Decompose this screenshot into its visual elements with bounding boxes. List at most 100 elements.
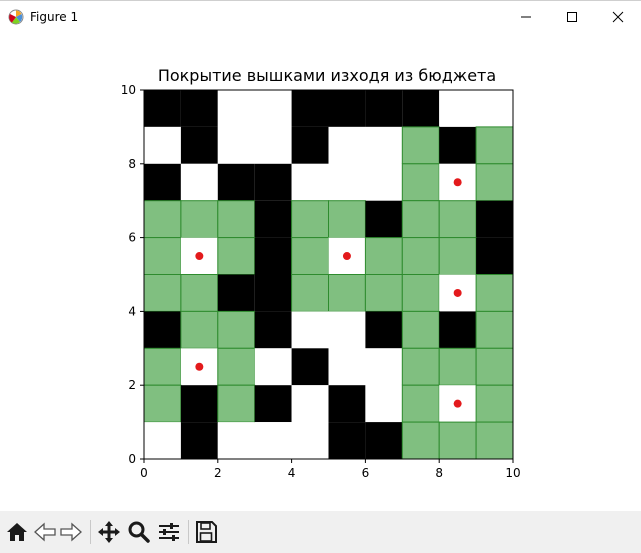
black-cell — [180, 90, 218, 127]
toolbar-separator — [188, 520, 189, 544]
maximize-button[interactable] — [549, 1, 595, 33]
coverage-cell — [143, 347, 182, 386]
coverage-cell — [475, 384, 514, 423]
coverage-cell — [401, 126, 440, 165]
x-tick-label: 10 — [505, 466, 520, 480]
white-cell — [328, 311, 366, 349]
x-tick-label: 2 — [214, 466, 222, 480]
black-cell — [402, 90, 440, 127]
tower-point — [195, 362, 204, 371]
black-cell — [365, 422, 403, 459]
white-cell — [291, 311, 329, 349]
black-cell — [254, 163, 292, 201]
black-cell — [144, 163, 181, 201]
coverage-cell — [401, 347, 440, 386]
coverage-cell — [180, 274, 219, 312]
white-cell — [217, 126, 255, 164]
white-cell — [365, 348, 403, 386]
black-cell — [217, 274, 255, 312]
tower-point — [453, 399, 462, 408]
white-cell — [365, 385, 403, 423]
black-cell — [328, 90, 366, 127]
forward-button[interactable] — [58, 519, 84, 545]
white-cell — [291, 163, 329, 201]
white-cell — [328, 348, 366, 386]
black-cell — [254, 311, 292, 349]
black-cell — [476, 200, 513, 238]
home-button[interactable] — [4, 519, 30, 545]
black-cell — [144, 90, 181, 127]
black-cell — [365, 311, 403, 349]
white-cell — [254, 348, 292, 386]
coverage-cell — [364, 274, 403, 312]
coverage-cell — [401, 274, 440, 312]
minimize-icon — [521, 16, 531, 18]
white-cell — [254, 126, 292, 164]
coverage-cell — [438, 347, 477, 386]
x-tick-label: 0 — [140, 466, 148, 480]
black-cell — [291, 348, 329, 386]
coverage-cell — [217, 384, 256, 423]
white-cell — [291, 385, 329, 423]
coverage-cell — [438, 200, 477, 239]
coverage-cell — [217, 347, 256, 386]
coverage-cell — [217, 200, 256, 239]
coverage-cell — [401, 421, 440, 460]
x-tick-label: 8 — [435, 466, 443, 480]
white-cell — [254, 422, 292, 459]
coverage-cell — [180, 310, 219, 349]
configure-subplots-button[interactable] — [156, 519, 182, 545]
white-cell — [328, 163, 366, 201]
close-button[interactable] — [595, 1, 641, 33]
black-cell — [328, 422, 366, 459]
white-cell — [365, 126, 403, 164]
coverage-cell — [217, 237, 256, 276]
black-cell — [254, 385, 292, 423]
coverage-cell — [291, 200, 330, 239]
tower-point — [195, 252, 204, 261]
maximize-icon — [567, 12, 577, 22]
coverage-cell — [401, 237, 440, 276]
white-cell — [476, 90, 513, 127]
black-cell — [476, 237, 513, 275]
zoom-button[interactable] — [126, 519, 152, 545]
coverage-cell — [401, 310, 440, 349]
toolbar-separator — [90, 520, 91, 544]
coverage-cell — [291, 237, 330, 276]
y-tick-label: 6 — [128, 231, 136, 245]
cells-layer — [143, 90, 514, 460]
black-cell — [328, 385, 366, 423]
configure-subplots-icon — [159, 523, 179, 541]
white-cell — [365, 163, 403, 201]
white-cell — [217, 422, 255, 459]
save-button[interactable] — [193, 519, 219, 545]
black-cell — [439, 126, 477, 164]
coverage-cell — [143, 237, 182, 276]
coverage-cell — [475, 126, 514, 165]
coverage-cell — [364, 237, 403, 276]
white-cell — [217, 90, 255, 127]
black-cell — [254, 200, 292, 238]
x-tick-label: 6 — [362, 466, 370, 480]
y-tick-label: 10 — [121, 83, 136, 97]
towers-layer — [195, 178, 462, 408]
black-cell — [365, 90, 403, 127]
white-cell — [254, 90, 292, 127]
coverage-cell — [143, 274, 182, 312]
pan-button[interactable] — [96, 519, 122, 545]
save-floppy-icon — [196, 521, 217, 543]
white-cell — [328, 126, 366, 164]
minimize-button[interactable] — [503, 1, 549, 33]
coverage-cell — [328, 274, 366, 312]
back-button[interactable] — [32, 519, 58, 545]
black-cell — [439, 311, 477, 349]
white-cell — [180, 163, 218, 201]
black-cell — [217, 163, 255, 201]
white-cell — [144, 422, 181, 459]
coverage-cell — [291, 274, 330, 312]
coverage-cell — [475, 421, 514, 460]
coverage-cell — [401, 384, 440, 423]
coverage-cell — [475, 310, 514, 349]
